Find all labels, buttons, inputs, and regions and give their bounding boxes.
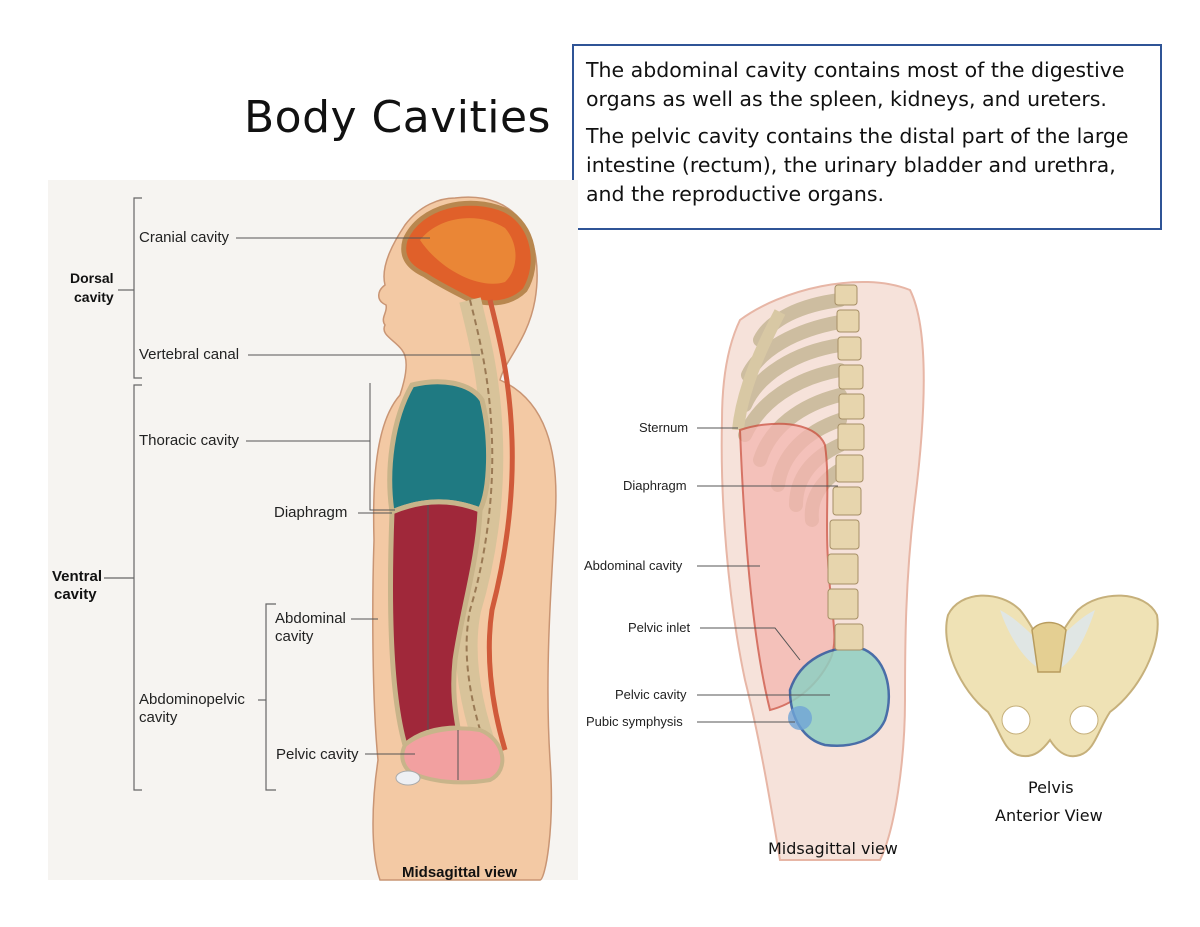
left-vertebral-canal (486, 299, 515, 751)
label-middle-diaphragm: Diaphragm (623, 478, 687, 493)
info-paragraph-pelvic: The pelvic cavity contains the distal pa… (586, 124, 1129, 206)
info-box: The abdominal cavity contains most of th… (572, 44, 1162, 230)
label-sternum: Sternum (639, 420, 689, 435)
pelvis-anterior-illustration (945, 594, 1159, 758)
middle-spine (827, 284, 865, 651)
label-ventral-line2: cavity (54, 586, 97, 603)
label-vertebral-canal: Vertebral canal (139, 346, 240, 363)
label-pelvic-inlet: Pelvic inlet (628, 620, 691, 635)
label-diaphragm: Diaphragm (274, 504, 348, 521)
label-dorsal-line1: Dorsal (70, 270, 114, 286)
label-abdominal-line2: cavity (275, 628, 314, 645)
page-title: Body Cavities (244, 92, 551, 143)
abdominal-cavity-shape (388, 499, 483, 750)
label-ventral-line1: Ventral (52, 568, 103, 585)
info-paragraph-abdominal: The abdominal cavity contains most of th… (586, 58, 1125, 111)
label-thoracic-cavity: Thoracic cavity (139, 432, 240, 449)
middle-pubic-symphysis (788, 706, 812, 730)
label-middle-abdominal-cavity: Abdominal cavity (584, 558, 683, 573)
middle-sternum (732, 309, 786, 431)
middle-pelvic-cavity (788, 646, 890, 747)
label-abdominal-line1: Abdominal (275, 610, 346, 627)
middle-figure-caption: Midsagittal view (768, 839, 898, 858)
label-cranial-cavity: Cranial cavity (139, 229, 230, 246)
left-brackets (104, 197, 276, 791)
left-figure-caption: Midsagittal view (402, 864, 518, 881)
pelvis-caption-line2: Anterior View (995, 806, 1103, 825)
middle-abdominal-cavity (738, 422, 836, 712)
pelvis-caption-line1: Pelvis (1028, 778, 1074, 797)
label-abdominopelvic-line2: cavity (139, 709, 178, 726)
left-leader-lines (236, 237, 480, 780)
label-abdominopelvic-line1: Abdominopelvic (139, 691, 245, 708)
pelvic-cavity-shape (400, 726, 505, 785)
thoracic-cavity-shape (387, 379, 492, 516)
label-pelvic-cavity: Pelvic cavity (276, 746, 359, 763)
middle-leader-lines (697, 427, 838, 723)
label-dorsal-line2: cavity (74, 289, 114, 305)
label-middle-pelvic-cavity: Pelvic cavity (615, 687, 687, 702)
label-pubic-symphysis: Pubic symphysis (586, 714, 683, 729)
